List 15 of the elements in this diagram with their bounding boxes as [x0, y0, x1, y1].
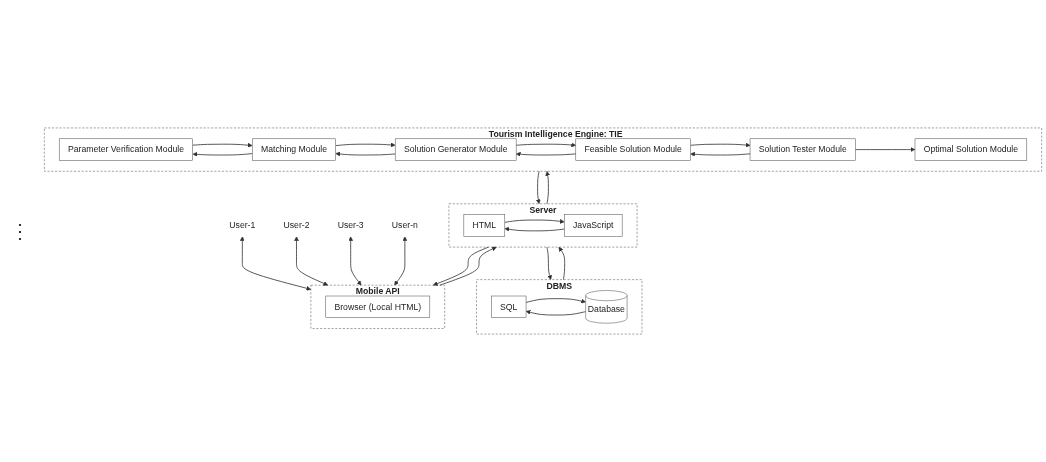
node-box: Optimal Solution Module — [914, 138, 1028, 161]
node-box: Solution Tester Module — [749, 138, 856, 161]
node-text: User-3 — [337, 220, 364, 230]
node-box: Parameter Verification Module — [58, 138, 193, 161]
node-text: User-1 — [229, 220, 256, 230]
node-box: SQL — [491, 295, 527, 318]
node-box: Matching Module — [252, 138, 336, 161]
node-box: Solution Generator Module — [394, 138, 517, 161]
node-box: JavaScript — [564, 214, 623, 237]
node-box: Browser (Local HTML) — [325, 295, 431, 318]
node-text: User-n — [391, 220, 418, 230]
node-text: User-2 — [283, 220, 310, 230]
ellipsis-label: ⋮ — [9, 219, 31, 243]
node-box: HTML — [463, 214, 506, 237]
node-box: Feasible Solution Module — [575, 138, 691, 161]
